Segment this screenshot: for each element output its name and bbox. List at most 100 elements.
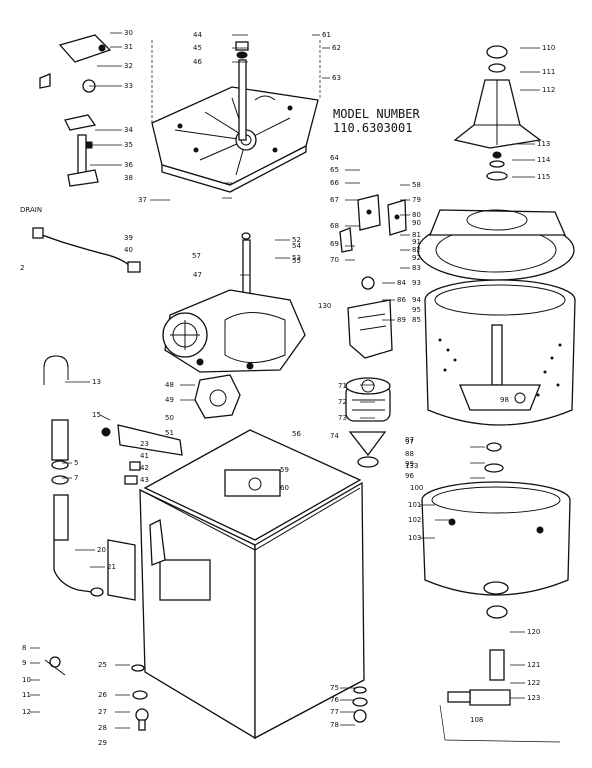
- tub-cover-ring: [417, 209, 575, 281]
- callout-9: 9: [22, 659, 26, 667]
- callout-100: 100: [410, 484, 423, 492]
- callout-93: 93: [412, 279, 421, 287]
- callout-11: 11: [22, 691, 31, 699]
- callout-61: 61: [322, 31, 331, 39]
- callout-15: 15: [92, 411, 101, 419]
- callout-23: 23: [140, 440, 149, 448]
- callout-42: 42: [140, 464, 149, 472]
- callout-70: 70: [330, 256, 339, 264]
- callout-80: 80: [412, 211, 421, 219]
- callout-54: 54: [292, 242, 301, 250]
- callout-89: 89: [397, 316, 406, 324]
- callout-30: 30: [124, 29, 133, 37]
- callout-38: 38: [124, 174, 133, 182]
- callout-95: 95: [412, 306, 421, 314]
- callout-28: 28: [98, 724, 107, 732]
- callout-121: 121: [527, 661, 540, 669]
- mechanism-base-plate: [151, 86, 319, 193]
- leader-lines: [30, 32, 561, 743]
- brake-bracket-assembly: [39, 34, 112, 187]
- callout-78: 78: [330, 721, 339, 729]
- callout-12: 12: [22, 708, 31, 716]
- callout-64: 64: [330, 154, 339, 162]
- callout-77: 77: [330, 708, 339, 716]
- outer-tub: [421, 442, 571, 596]
- callout-71: 71: [338, 382, 347, 390]
- callout-59: 59: [280, 466, 289, 474]
- callout-111: 111: [542, 68, 555, 76]
- callout-101: 101: [408, 501, 421, 509]
- callout-29: 29: [98, 739, 107, 747]
- center-post-assembly: [447, 605, 511, 706]
- leveling-legs: [44, 656, 368, 731]
- callout-44: 44: [193, 31, 202, 39]
- callout-49: 49: [165, 396, 174, 404]
- callout-39: 39: [124, 234, 133, 242]
- callout-108: 108: [470, 716, 483, 724]
- callout-115: 115: [537, 173, 550, 181]
- callout-113: 113: [537, 140, 550, 148]
- spin-basket: [424, 279, 576, 426]
- callout-25: 25: [98, 661, 107, 669]
- callout-57: 57: [192, 252, 201, 260]
- callout-32: 32: [124, 62, 133, 70]
- model-number-title: MODEL NUMBER: [333, 107, 420, 121]
- pump-assembly: [347, 276, 393, 359]
- callout-72: 72: [338, 398, 347, 406]
- callout-13: 13: [92, 378, 101, 386]
- mount-brackets: [339, 194, 407, 253]
- callout-47: 47: [193, 271, 202, 279]
- callout-36: 36: [124, 161, 133, 169]
- callout-37: 37: [138, 196, 147, 204]
- callout-53: 53: [292, 254, 301, 262]
- callout-31: 31: [124, 43, 133, 51]
- callout-76: 76: [330, 696, 339, 704]
- model-number-value: 110.6303001: [333, 121, 412, 135]
- callout-43: 43: [140, 476, 149, 484]
- callout-120: 120: [527, 628, 540, 636]
- callout-5: 5: [74, 459, 78, 467]
- callout-110: 110: [542, 44, 555, 52]
- callout-52: 52: [292, 236, 301, 244]
- callout-112: 112: [542, 86, 555, 94]
- callout-40: 40: [124, 246, 133, 254]
- callout-58: 58: [412, 181, 421, 189]
- cabinet-frame: [139, 429, 365, 740]
- callout-66: 66: [330, 179, 339, 187]
- callout-92: 92: [412, 254, 421, 262]
- callout-48: 48: [165, 381, 174, 389]
- callout-123: 123: [527, 694, 540, 702]
- callout-67: 67: [330, 196, 339, 204]
- callout-96: 96: [405, 472, 414, 480]
- callout-83: 83: [412, 264, 421, 272]
- callout-122: 122: [527, 679, 540, 687]
- drive-motor: [345, 377, 391, 468]
- fill-hose: [43, 355, 104, 597]
- callout-75: 75: [330, 684, 339, 692]
- callout-88: 88: [405, 450, 414, 458]
- callout-133: 133: [405, 462, 418, 470]
- callout-34: 34: [124, 126, 133, 134]
- callout-60: 60: [280, 484, 289, 492]
- water-valve-and-switch: [101, 424, 183, 601]
- callout-68: 68: [330, 222, 339, 230]
- callout-63: 63: [332, 74, 341, 82]
- callout-21: 21: [107, 563, 116, 571]
- callout-46: 46: [193, 58, 202, 66]
- callout-33: 33: [124, 82, 133, 90]
- callout-56: 56: [292, 430, 301, 438]
- drain-label: DRAIN: [20, 206, 42, 214]
- callout-65: 65: [330, 166, 339, 174]
- callout-20: 20: [97, 546, 106, 554]
- callout-26: 26: [98, 691, 107, 699]
- callout-50: 50: [165, 414, 174, 422]
- callout-41: 41: [140, 452, 149, 460]
- callout-74: 74: [330, 432, 339, 440]
- callout-8: 8: [22, 644, 26, 652]
- callout-81: 81: [412, 231, 421, 239]
- callout-94: 94: [412, 296, 421, 304]
- callout-10: 10: [22, 676, 31, 684]
- callout-102: 102: [408, 516, 421, 524]
- callout-98: 98: [500, 396, 509, 404]
